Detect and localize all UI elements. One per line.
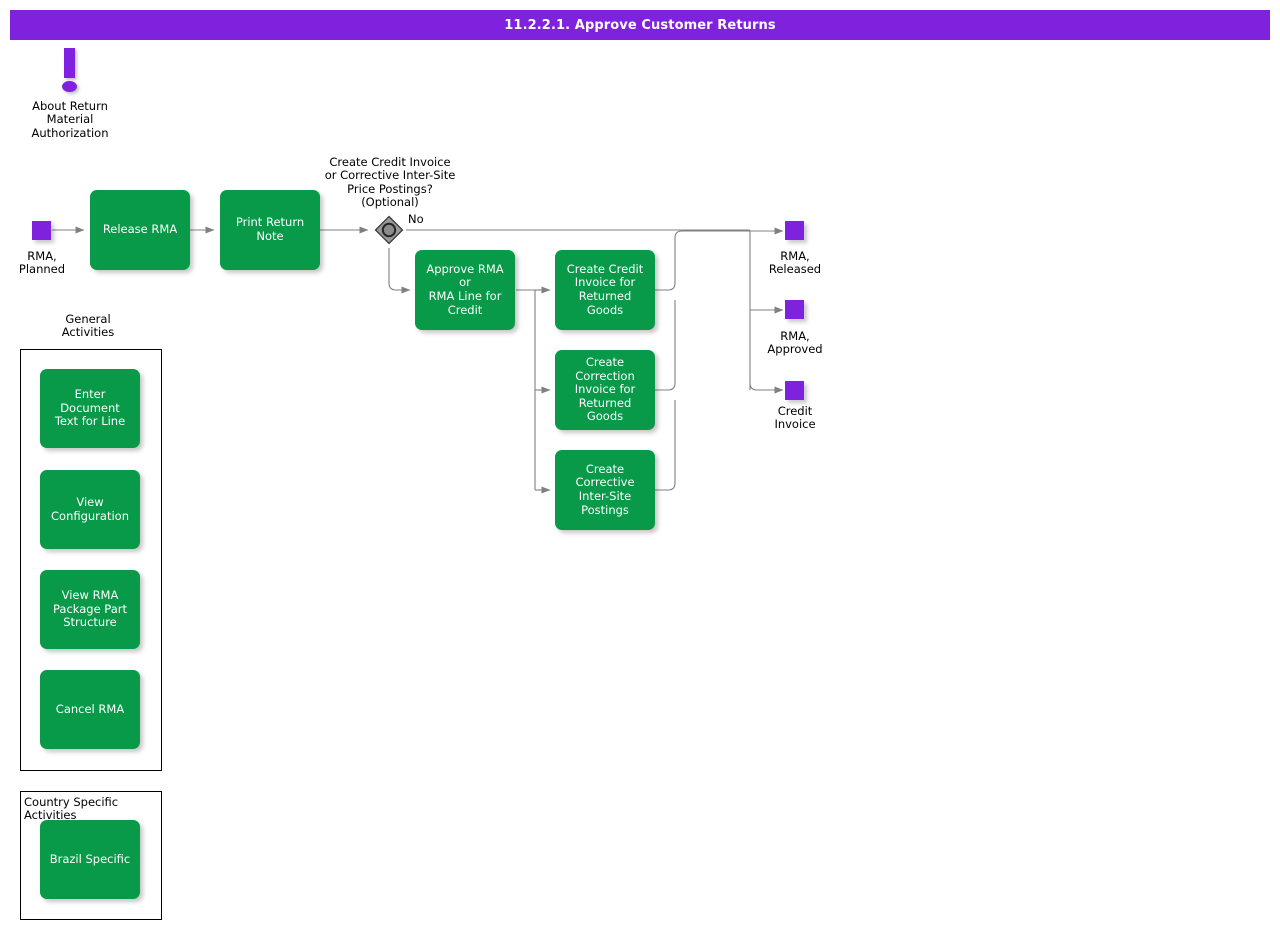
decision-node-create-credit-invoice[interactable]: [373, 214, 405, 246]
exclamation-dot: [62, 81, 77, 92]
activity-view-configuration[interactable]: View Configuration: [40, 470, 140, 549]
state-label-rma-planned: RMA, Planned: [18, 249, 66, 277]
exclamation-icon[interactable]: [61, 48, 79, 94]
page-title: 11.2.2.1. Approve Customer Returns: [504, 17, 776, 33]
activity-view-rma-package-part-structure[interactable]: View RMA Package Part Structure: [40, 570, 140, 649]
state-node-rma-released[interactable]: [785, 221, 804, 240]
activity-create-corrective-inter-site-postings[interactable]: Create Corrective Inter-Site Postings: [555, 450, 655, 530]
decision-question-label: Create Credit Invoice or Corrective Inte…: [324, 155, 456, 210]
activity-create-correction-invoice-for-returned-goods[interactable]: Create Correction Invoice for Returned G…: [555, 350, 655, 430]
activity-cancel-rma[interactable]: Cancel RMA: [40, 670, 140, 749]
state-node-rma-approved[interactable]: [785, 300, 804, 319]
activity-approve-rma-or-rma-line-for-credit[interactable]: Approve RMA or RMA Line for Credit: [415, 250, 515, 330]
country-specific-activities-title: Country Specific Activities: [24, 795, 119, 823]
state-label-rma-released: RMA, Released: [768, 249, 822, 277]
activity-release-rma[interactable]: Release RMA: [90, 190, 190, 270]
state-label-rma-approved: RMA, Approved: [767, 329, 823, 357]
activity-enter-document-text-for-line[interactable]: Enter Document Text for Line: [40, 369, 140, 448]
exclamation-bar: [64, 48, 75, 78]
state-node-rma-planned[interactable]: [32, 221, 51, 240]
activity-create-credit-invoice-for-returned-goods[interactable]: Create Credit Invoice for Returned Goods: [555, 250, 655, 330]
activity-brazil-specific[interactable]: Brazil Specific: [40, 820, 140, 899]
page-title-bar: 11.2.2.1. Approve Customer Returns: [10, 10, 1270, 40]
about-return-material-authorization-label[interactable]: About Return Material Authorization: [31, 99, 109, 140]
general-activities-title: General Activities: [61, 312, 115, 340]
activity-print-return-note[interactable]: Print Return Note: [220, 190, 320, 270]
state-node-credit-invoice[interactable]: [785, 381, 804, 400]
decision-branch-label-no: No: [408, 212, 424, 226]
state-label-credit-invoice: Credit Invoice: [774, 404, 816, 432]
